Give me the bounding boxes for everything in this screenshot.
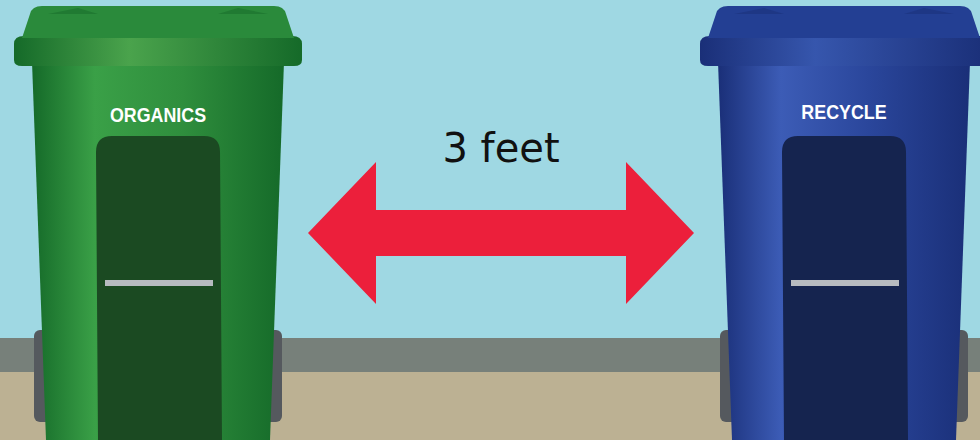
cart-node: ORGANICS — [8, 0, 308, 440]
cart-label: ORGANICS — [31, 103, 286, 127]
cart-shape — [694, 0, 980, 440]
cart-node: RECYCLE — [694, 0, 980, 440]
cart-shape — [8, 0, 308, 440]
cart-label: RECYCLE — [717, 100, 972, 124]
distance-label: 3 feet — [442, 125, 559, 171]
distance-arrow — [308, 162, 694, 304]
